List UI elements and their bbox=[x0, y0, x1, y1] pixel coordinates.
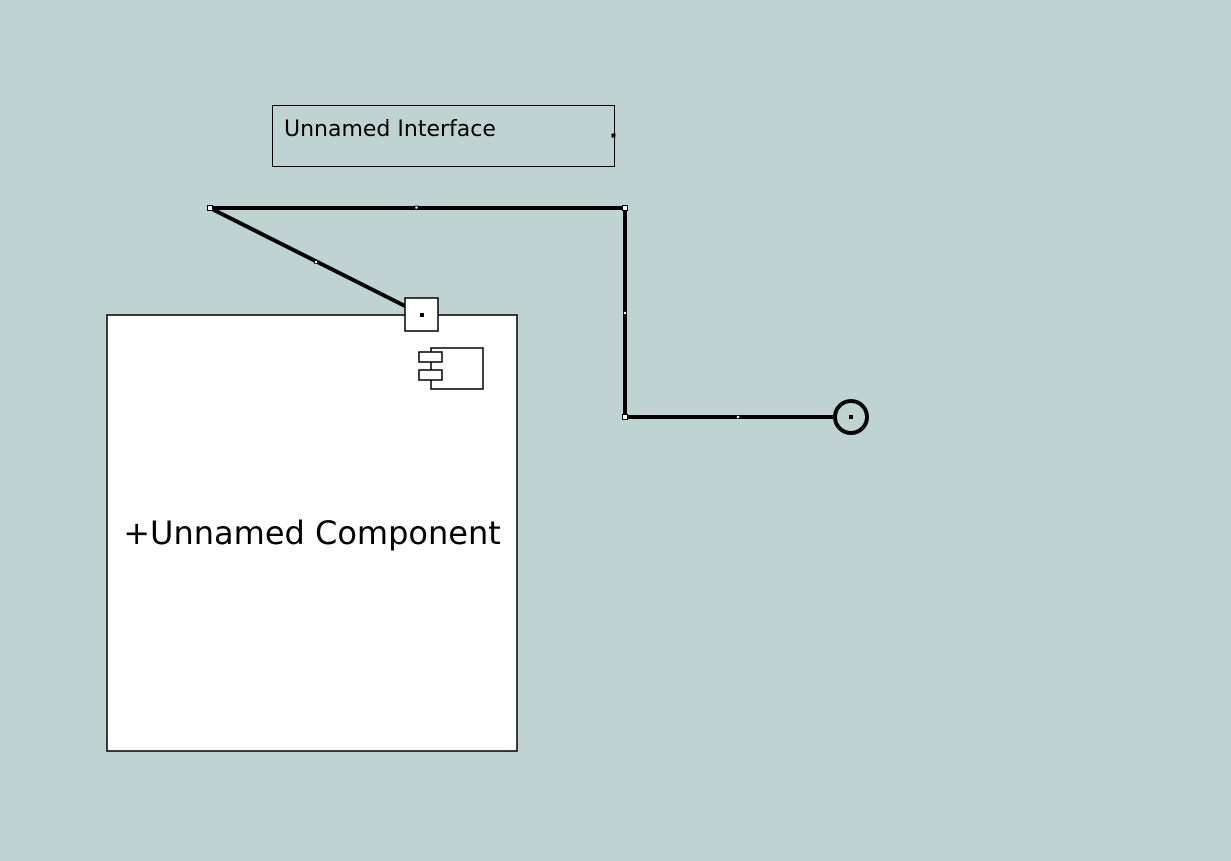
interface-connector[interactable] bbox=[207, 205, 835, 420]
connector-diagonal-line[interactable] bbox=[209, 206, 406, 308]
component-icon bbox=[418, 347, 484, 390]
interface-circle[interactable] bbox=[833, 399, 869, 435]
connector-waypoint-handle[interactable] bbox=[622, 205, 628, 211]
component-icon-tab-bottom bbox=[418, 369, 443, 381]
connector-midpoint-handle[interactable] bbox=[414, 205, 419, 210]
interface-lollipop[interactable] bbox=[833, 399, 869, 435]
component-icon-tab-top bbox=[418, 351, 443, 363]
connector-midpoint-handle[interactable] bbox=[623, 311, 627, 315]
connector-midpoint-handle[interactable] bbox=[314, 260, 318, 264]
component[interactable]: +Unnamed Component bbox=[106, 314, 518, 752]
interface-label[interactable]: Unnamed Interface bbox=[272, 105, 616, 167]
connector-waypoint-handle[interactable] bbox=[207, 205, 213, 211]
connector-waypoint-handle[interactable] bbox=[622, 414, 628, 420]
component-port[interactable] bbox=[404, 297, 439, 332]
port-handle[interactable] bbox=[420, 313, 424, 317]
interface-label-text: Unnamed Interface bbox=[284, 117, 496, 142]
component-label-text: +Unnamed Component bbox=[123, 514, 501, 552]
interface-circle-handle[interactable] bbox=[849, 415, 853, 419]
interface-label-handle[interactable] bbox=[611, 133, 616, 138]
connector-midpoint-handle[interactable] bbox=[736, 415, 740, 419]
